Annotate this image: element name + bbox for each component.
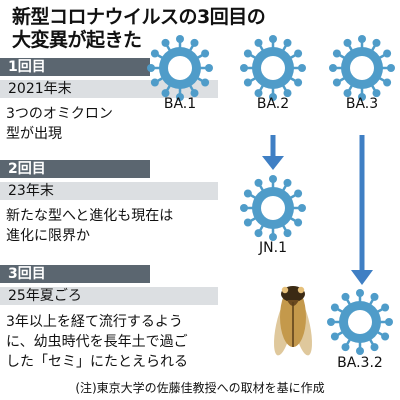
- period-1-desc-line-2: 型が出現: [6, 126, 62, 142]
- virus-icon-ba2: [240, 35, 306, 101]
- page-title: 新型コロナウイルスの3回目の 大変異が起きた: [12, 6, 272, 52]
- down-arrow-icon: [351, 135, 373, 285]
- period-1-description: 3つのオミクロン 型が出現: [6, 104, 113, 144]
- virus-icon-ba1: [147, 35, 213, 101]
- cicada-icon: [273, 286, 313, 356]
- virus-icon-ba32: [327, 289, 393, 355]
- period-3-desc-line-3: した「セミ」にたとえられる: [6, 354, 188, 370]
- title-line-2: 大変異が起きた: [12, 29, 142, 51]
- period-3-desc-line-1: 3年以上を経て流行するよう: [6, 314, 183, 330]
- variant-label-ba3: BA.3: [345, 96, 379, 112]
- period-2-desc-line-2: 進化に限界か: [6, 228, 90, 244]
- variant-label-ba32: BA.3.2: [337, 355, 383, 371]
- variant-label-ba2: BA.2: [256, 96, 290, 112]
- period-1-header: 1回目: [0, 58, 150, 76]
- period-2-description: 新たな型へと進化も現在は 進化に限界か: [6, 206, 173, 246]
- period-2-desc-line-1: 新たな型へと進化も現在は: [6, 208, 174, 224]
- down-arrow-icon: [262, 135, 284, 170]
- virus-icon-ba3: [329, 35, 395, 101]
- period-3-header: 3回目: [0, 265, 150, 283]
- period-2-date: 23年末: [0, 182, 218, 200]
- source-note: (注)東京大学の佐藤佳教授への取材を基に作成: [75, 381, 325, 395]
- variant-label-jn1: JN.1: [259, 240, 287, 256]
- virus-icon-jn1: [240, 175, 306, 241]
- period-1-desc-line-1: 3つのオミクロン: [6, 106, 113, 122]
- period-3-desc-line-2: に、幼虫時代を長年土で過ご: [6, 334, 188, 350]
- period-2-header: 2回目: [0, 160, 150, 178]
- period-3-date: 25年夏ごろ: [0, 287, 218, 305]
- title-line-1: 新型コロナウイルスの3回目の: [12, 6, 266, 28]
- period-3-description: 3年以上を経て流行するよう に、幼虫時代を長年土で過ご した「セミ」にたとえられ…: [6, 312, 188, 372]
- variant-label-ba1: BA.1: [163, 96, 197, 112]
